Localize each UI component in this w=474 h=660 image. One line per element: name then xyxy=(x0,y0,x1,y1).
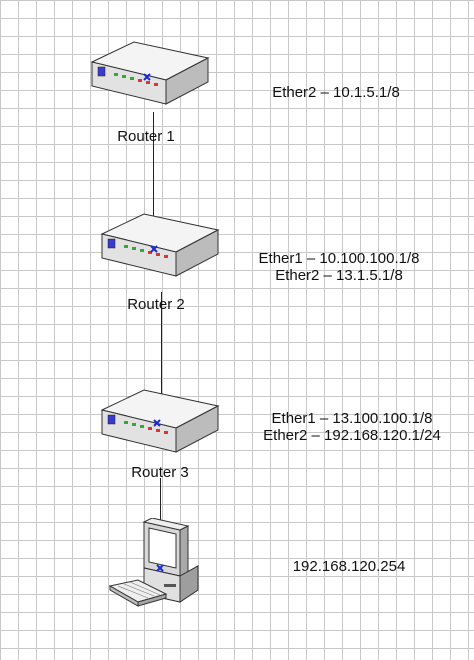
router-1-ether2: Ether2 – 10.1.5.1/8 xyxy=(272,84,400,101)
link-router3-host xyxy=(160,478,161,530)
host-workstation xyxy=(108,518,208,618)
router-icon xyxy=(90,41,210,105)
host-address: 192.168.120.254 xyxy=(292,558,406,575)
router-3 xyxy=(100,388,220,458)
router-1 xyxy=(90,40,210,110)
router-2-ether1: Ether1 – 10.100.100.1/8 xyxy=(258,250,420,267)
router-1-interfaces: Ether2 – 10.1.5.1/8 xyxy=(236,84,436,101)
workstation-icon xyxy=(108,518,199,607)
link-router1-router2 xyxy=(153,112,154,218)
router-2-ether2: Ether2 – 13.1.5.1/8 xyxy=(275,267,403,284)
router-2-interfaces: Ether1 – 10.100.100.1/8 Ether2 – 13.1.5.… xyxy=(234,250,444,284)
router-3-interfaces: Ether1 – 13.100.100.1/8 Ether2 – 192.168… xyxy=(240,410,464,444)
router-3-label: Router 3 xyxy=(131,464,189,481)
router-1-label: Router 1 xyxy=(117,128,175,145)
router-2-label: Router 2 xyxy=(127,296,185,313)
router-icon xyxy=(100,213,220,277)
link-router2-router3 xyxy=(161,292,162,400)
router-2 xyxy=(100,212,220,282)
router-icon xyxy=(100,389,220,453)
router-3-ether2: Ether2 – 192.168.120.1/24 xyxy=(263,427,441,444)
router-3-ether1: Ether1 – 13.100.100.1/8 xyxy=(271,410,433,427)
